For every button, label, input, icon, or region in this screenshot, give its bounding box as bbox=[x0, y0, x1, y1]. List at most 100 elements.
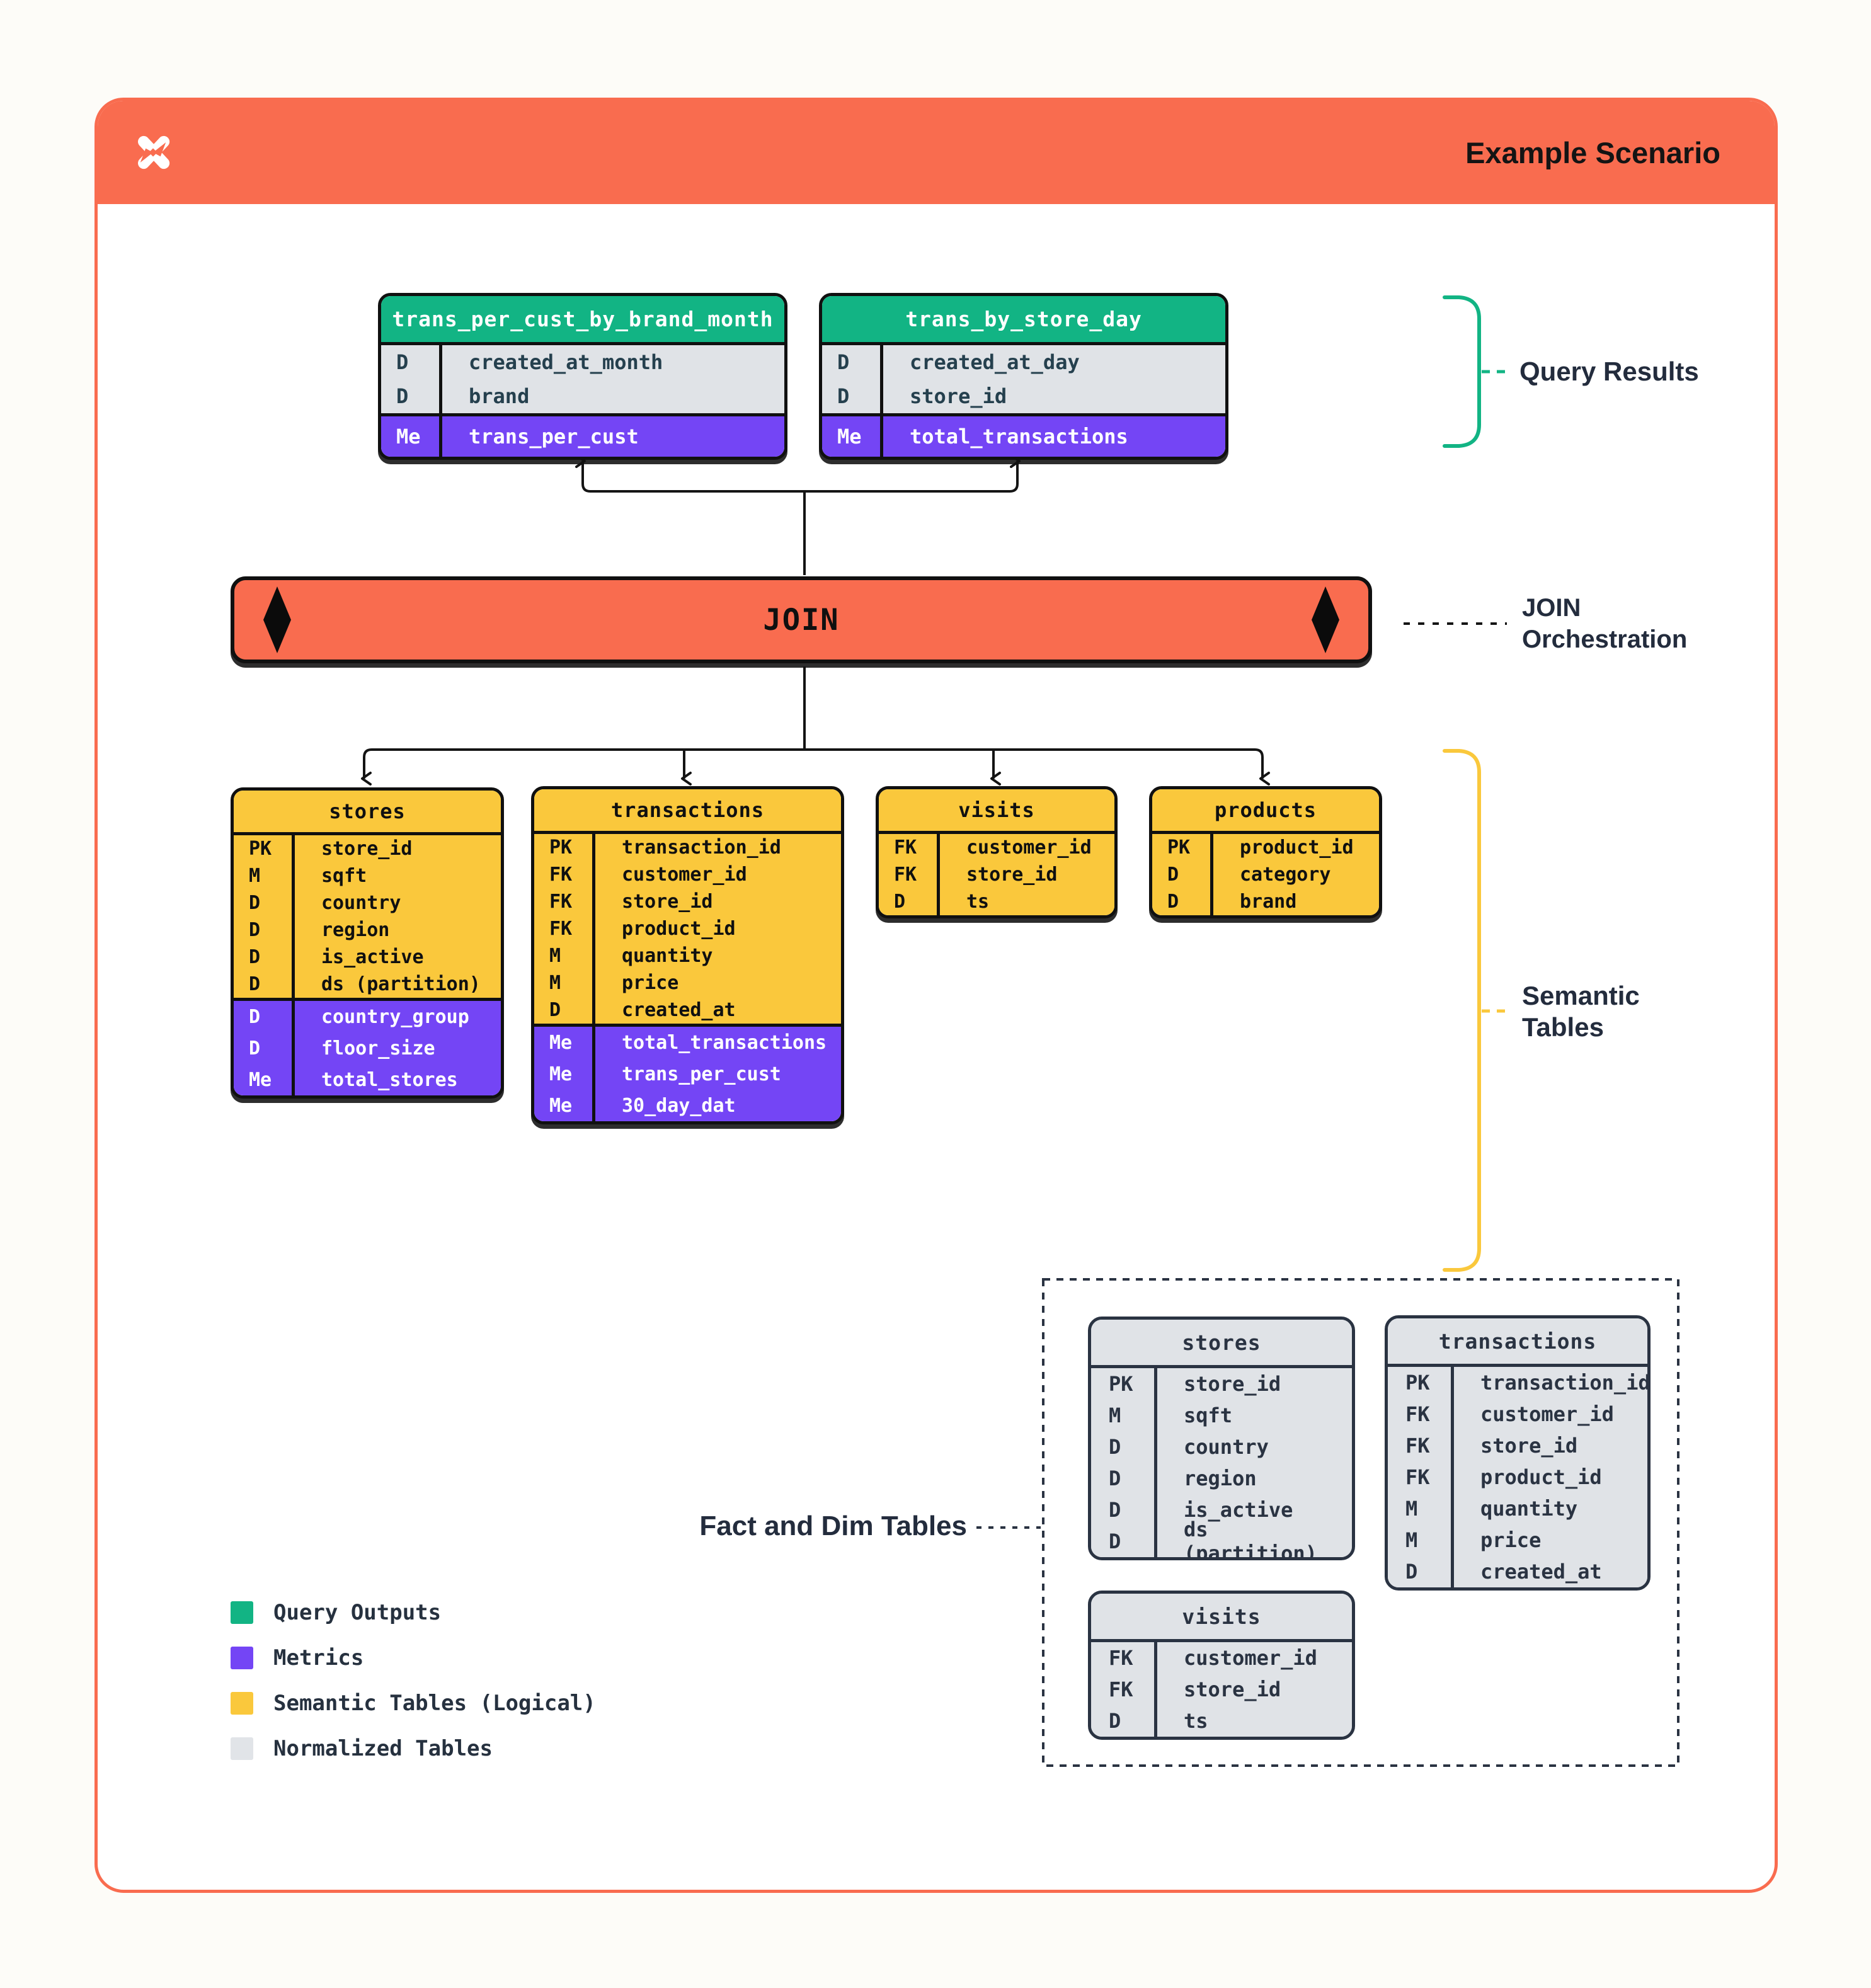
column-name: store_id bbox=[592, 888, 841, 915]
key-badge: D bbox=[1109, 1709, 1121, 1733]
column-name: ds (partition) bbox=[1154, 1517, 1352, 1557]
column-name: store_id bbox=[292, 835, 501, 862]
key-badge: FK bbox=[549, 864, 573, 886]
column-name: created_at bbox=[592, 997, 841, 1024]
key-badge: Me bbox=[549, 1094, 573, 1117]
column-name: ts bbox=[1154, 1705, 1352, 1737]
table-row: Me trans_per_cust bbox=[534, 1058, 841, 1090]
key-badge: D bbox=[249, 1005, 261, 1028]
key-badge: D bbox=[1109, 1466, 1121, 1490]
semantic-tables-label: Semantic Tables bbox=[1522, 981, 1640, 1042]
column-name: transaction_id bbox=[592, 834, 841, 861]
column-name: country_group bbox=[292, 1001, 501, 1032]
key-badge: PK bbox=[1167, 837, 1191, 859]
key-badge: Me bbox=[837, 425, 862, 448]
column-name: customer_id bbox=[1154, 1642, 1352, 1674]
key-badge: Me bbox=[549, 1063, 573, 1085]
table-title: transactions bbox=[1388, 1318, 1647, 1364]
column-name: category bbox=[1210, 861, 1379, 888]
key-badge: FK bbox=[1405, 1402, 1430, 1426]
table-title: transactions bbox=[534, 789, 841, 831]
legend-swatch bbox=[231, 1692, 253, 1715]
key-badge: FK bbox=[549, 891, 573, 913]
key-badge: M bbox=[549, 945, 561, 967]
key-badge: D bbox=[1167, 864, 1179, 886]
key-badge: FK bbox=[1109, 1646, 1133, 1670]
legend-swatch bbox=[231, 1647, 253, 1669]
key-badge: D bbox=[1405, 1560, 1418, 1584]
table-title: stores bbox=[1091, 1320, 1352, 1365]
key-badge: D bbox=[549, 999, 561, 1021]
column-name: product_id bbox=[592, 915, 841, 942]
column-name: region bbox=[1154, 1463, 1352, 1494]
diamond-icon bbox=[263, 586, 291, 653]
key-badge: FK bbox=[1109, 1677, 1133, 1701]
column-name: store_id bbox=[937, 861, 1114, 888]
legend-item: Semantic Tables (Logical) bbox=[231, 1681, 596, 1726]
column-name: region bbox=[292, 917, 501, 944]
column-name: sqft bbox=[1154, 1400, 1352, 1431]
column-name: price bbox=[592, 969, 841, 997]
table-title: products bbox=[1152, 789, 1379, 831]
table-title: visits bbox=[1091, 1594, 1352, 1639]
join-orchestration-label: JOIN Orchestration bbox=[1522, 594, 1688, 653]
key-badge: D bbox=[396, 350, 409, 374]
column-name: store_id bbox=[1154, 1368, 1352, 1400]
column-name: price bbox=[1451, 1524, 1647, 1556]
key-badge: D bbox=[894, 891, 906, 913]
key-badge: D bbox=[396, 384, 409, 408]
column-name: trans_per_cust bbox=[592, 1058, 841, 1090]
table-title: visits bbox=[879, 789, 1114, 831]
column-name: product_id bbox=[1210, 834, 1379, 861]
column-name: product_id bbox=[1451, 1461, 1647, 1493]
column-name: ts bbox=[937, 888, 1114, 915]
key-badge: M bbox=[1405, 1528, 1418, 1552]
legend-item: Metrics bbox=[231, 1635, 596, 1681]
column-name: ds (partition) bbox=[292, 971, 501, 998]
fact-dim-label: Fact and Dim Tables bbox=[699, 1511, 967, 1541]
column-name: quantity bbox=[592, 942, 841, 969]
legend-label: Normalized Tables bbox=[273, 1736, 493, 1761]
column-name: floor_size bbox=[292, 1032, 501, 1064]
legend-swatch bbox=[231, 1737, 253, 1760]
diamond-icon bbox=[1312, 586, 1339, 653]
column-name: is_active bbox=[292, 944, 501, 971]
key-badge: D bbox=[1109, 1529, 1121, 1553]
column-name: brand bbox=[439, 379, 784, 413]
column-name: sqft bbox=[292, 862, 501, 889]
key-badge: Me bbox=[249, 1068, 272, 1091]
join-bar: JOIN bbox=[231, 576, 1372, 663]
key-badge: D bbox=[249, 946, 261, 968]
key-badge: D bbox=[837, 384, 850, 408]
column-name: total_transactions bbox=[592, 1027, 841, 1058]
legend-item: Query Outputs bbox=[231, 1590, 596, 1635]
key-badge: FK bbox=[894, 837, 917, 859]
column-name: store_id bbox=[880, 379, 1225, 413]
legend-label: Metrics bbox=[273, 1645, 364, 1671]
